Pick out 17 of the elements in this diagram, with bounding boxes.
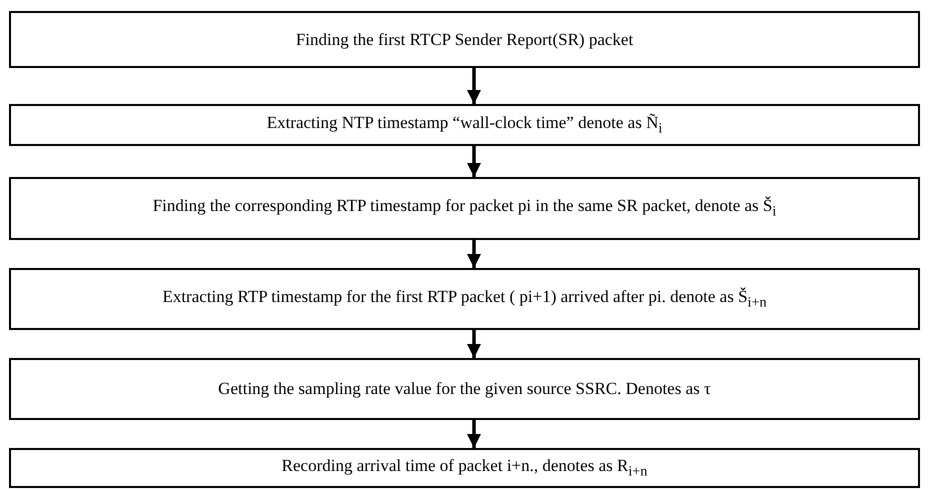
arrow: [467, 68, 481, 104]
process-box: [9, 268, 920, 330]
arrow: [467, 330, 481, 358]
step-text: Finding the corresponding RTP timestamp for packet pi in the same SR packet, denote as Š$_{i}$: [152, 196, 776, 221]
process-box: [9, 177, 920, 240]
step-text: Getting the sampling rate value for the given source SSRC. Denotes as τ: [218, 379, 711, 399]
arrow: [467, 240, 481, 268]
step-text: Extracting NTP timestamp “wall-clock time” denote as Ñ$_{i}$: [266, 112, 662, 138]
arrow: [467, 420, 481, 448]
step-text: Finding the first RTCP Sender Report(SR) packet: [296, 30, 634, 50]
process-box: [9, 104, 920, 146]
step-text: Recording arrival time of packet i+n., denotes as R$_{i+n}$: [282, 456, 648, 480]
process-box: [9, 448, 920, 488]
step-text: Extracting RTP timestamp for the first RTP packet ( pi+1) arrived after pi. denote as Š$_{i+n}$: [162, 286, 767, 312]
arrow: [467, 146, 481, 177]
process-box: [9, 11, 920, 68]
process-box: [9, 358, 920, 420]
